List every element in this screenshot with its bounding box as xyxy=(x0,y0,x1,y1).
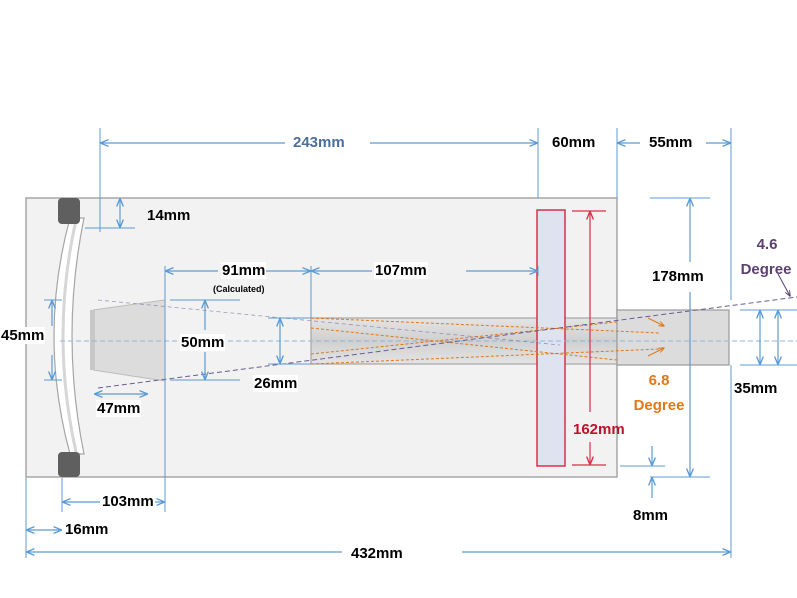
dim-178mm: 178mm xyxy=(651,268,705,285)
dim-8mm: 8mm xyxy=(633,507,669,524)
angle-4-6-unit: Degree xyxy=(740,261,792,278)
dim-107mm: 107mm xyxy=(374,262,428,279)
mirror-cell-bottom xyxy=(58,452,80,477)
angle-4-6-value: 4.6 xyxy=(756,236,778,253)
dim-16mm: 16mm xyxy=(65,521,109,538)
dim-103mm: 103mm xyxy=(101,493,155,510)
dim-26mm: 26mm xyxy=(253,375,299,392)
dim-50mm: 50mm xyxy=(180,334,226,351)
dim-432mm: 432mm xyxy=(350,545,404,562)
primary-mirror xyxy=(53,217,85,455)
dim-35mm: 35mm xyxy=(733,380,779,397)
drawtube xyxy=(616,309,730,366)
dim-45mm: 45mm xyxy=(0,327,46,344)
dim-55mm: 55mm xyxy=(648,134,694,151)
dim-47mm: 47mm xyxy=(96,400,142,417)
dim-162mm: 162mm xyxy=(573,421,625,438)
filter-plate xyxy=(536,209,566,467)
angle-6-8-unit: Degree xyxy=(633,397,685,414)
calculated-note: (Calculated) xyxy=(213,284,265,294)
dim-91mm: 91mm xyxy=(221,262,267,279)
mirror-cell-top xyxy=(58,198,80,224)
dim-60mm: 60mm xyxy=(551,134,597,151)
angle-6-8-value: 6.8 xyxy=(648,372,670,389)
dim-243mm: 243mm xyxy=(292,134,346,151)
dim-14mm: 14mm xyxy=(147,207,191,224)
